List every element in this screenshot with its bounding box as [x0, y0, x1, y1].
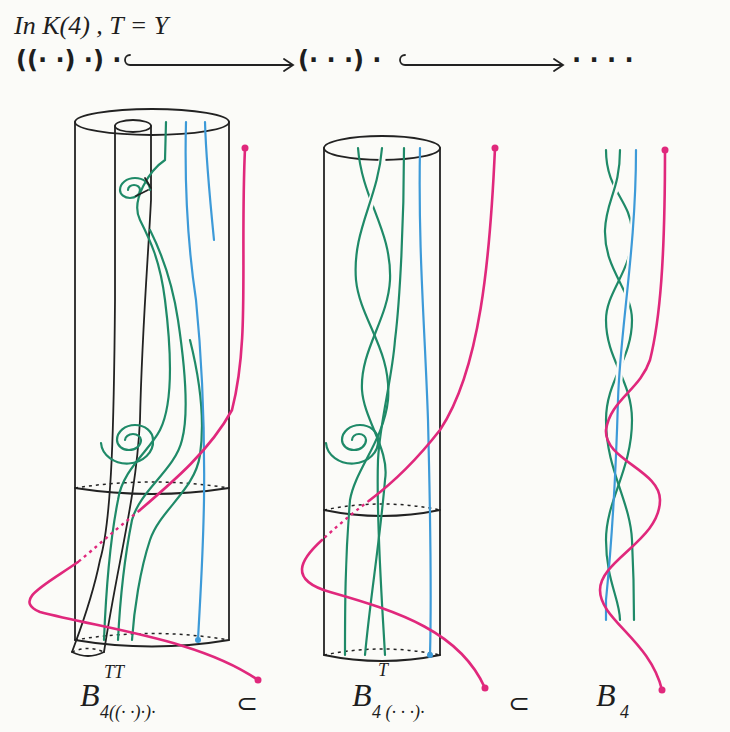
- cylinder: [324, 136, 440, 661]
- pink-strand: [29, 145, 261, 684]
- inclusion-symbol: ⊂: [236, 688, 258, 719]
- parenthesization: · · · ·: [572, 46, 634, 75]
- pink-strand: [302, 145, 499, 692]
- group-symbol: B: [596, 676, 616, 714]
- inclusion-symbol: ⊂: [508, 688, 530, 719]
- group-symbol: B: [80, 676, 100, 714]
- parenthesization: (· · ·) ·: [298, 46, 381, 75]
- inclusion-arrow: [125, 55, 293, 71]
- heading: In K(4) , T = Y: [14, 10, 168, 41]
- subscript: 4((· ·)·)·: [100, 702, 155, 724]
- group-symbol: B: [352, 676, 372, 714]
- parenthesization: ((· ·) ·) ·: [16, 46, 121, 75]
- subscript: 4: [620, 702, 629, 724]
- superscript: T: [378, 660, 388, 682]
- subscript: 4 (· · ·)·: [372, 702, 425, 724]
- superscript: TT: [104, 662, 124, 684]
- inclusion-arrow: [400, 55, 563, 71]
- braid: [600, 147, 669, 694]
- cylinder-with-tube: [72, 109, 229, 656]
